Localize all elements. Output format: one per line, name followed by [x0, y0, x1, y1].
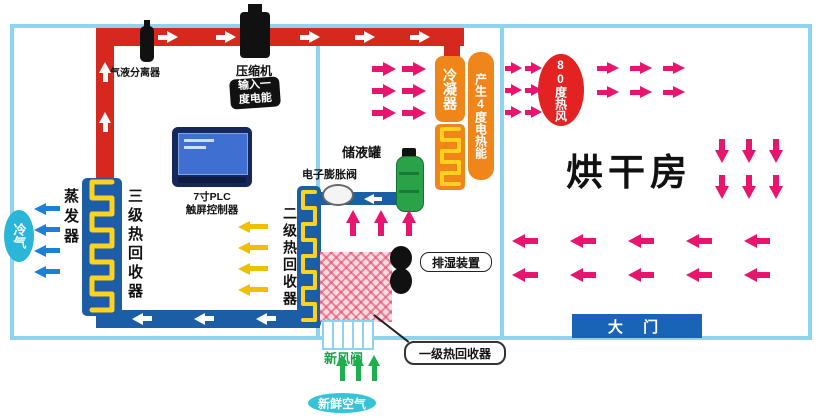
plc-label-line1: 7寸PLC — [193, 191, 231, 203]
stage3-recovery-label: 三级热回收器 — [126, 188, 143, 302]
flow-arrow-up-icon — [368, 355, 380, 381]
evaporator-label: 蒸发器 — [62, 188, 79, 248]
compressor-energy-note: 输入一 度电能 — [229, 76, 281, 110]
dehumidifier-label: 排湿装置 — [420, 252, 492, 272]
drying-room-title: 烘干房 — [566, 152, 692, 193]
separator-label: 气液分离器 — [110, 68, 160, 79]
evaporator-block — [82, 178, 122, 316]
compressor — [240, 12, 270, 58]
plc-label-line2: 触屏控制器 — [185, 204, 239, 216]
compressor-label: 压缩机 — [236, 64, 273, 78]
dehumidifier-fan — [390, 268, 412, 294]
fresh-air-valve-slat — [362, 320, 374, 350]
door-label: 大 门 — [572, 314, 702, 338]
fresh-air-valve-label: 新风阀 — [324, 351, 364, 366]
plc-label: 7寸PLC 触屏控制器 — [168, 191, 256, 217]
hot-air-badge: 80度热风 — [538, 54, 584, 126]
condenser-coil-icon — [440, 127, 461, 186]
wall-divider-left — [316, 24, 320, 340]
heat-energy-note: 产生4度电热能 — [468, 52, 494, 180]
gas-liquid-separator — [140, 26, 154, 62]
stage1-recovery-label: 一级热回收器 — [404, 341, 506, 365]
wall-divider-right — [500, 24, 504, 340]
stage2-recovery-block — [297, 186, 321, 328]
evaporator-coil-icon — [89, 179, 115, 313]
expansion-valve-label: 电子膨胀阀 — [302, 169, 357, 181]
stage2-recovery-label: 二级热回收器 — [282, 206, 298, 308]
hot-pipe-left — [96, 28, 114, 186]
fresh-air-badge: 新鲜空气 — [308, 393, 376, 413]
stage1-recovery-block — [320, 252, 392, 322]
cold-air-badge: 冷气 — [4, 210, 34, 262]
tank-stripe — [399, 190, 419, 193]
separator-nub — [144, 20, 150, 28]
stage2-coil-icon — [301, 190, 317, 322]
tank-cap — [402, 148, 416, 158]
condenser-coil-block — [435, 124, 465, 190]
plc-screen-text-line — [184, 146, 206, 149]
expansion-valve — [322, 184, 354, 206]
dehumidifier-fan — [390, 246, 412, 270]
condenser-label: 冷凝器 — [435, 56, 465, 122]
plc-screen-text-line — [184, 139, 214, 142]
room-frame — [10, 24, 812, 340]
tank-label: 储液罐 — [342, 145, 382, 160]
receiver-tank — [396, 156, 424, 212]
plc-button-strip — [178, 177, 246, 183]
tank-stripe — [399, 172, 419, 175]
plc-screen — [178, 133, 248, 175]
cold-pipe-bottom — [96, 310, 320, 328]
compressor-note-line2: 度电能 — [238, 91, 273, 107]
